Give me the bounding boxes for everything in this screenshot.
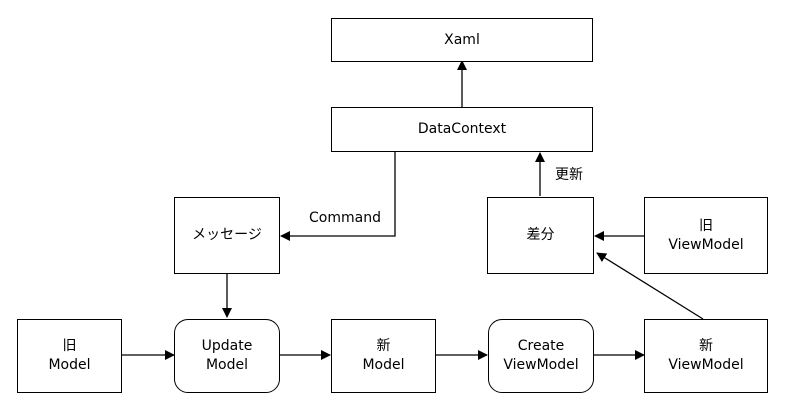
node-new-model: 新 Model xyxy=(331,319,436,393)
edge-label-update: 更新 xyxy=(555,167,583,183)
node-message-label: メッセージ xyxy=(192,227,262,243)
node-datacontext-label: DataContext xyxy=(417,121,507,137)
arrow-datacontext-to-message xyxy=(280,152,396,241)
node-update-model-line2: Model xyxy=(205,357,249,373)
node-create-viewmodel: Create ViewModel xyxy=(488,319,594,393)
node-old-model: 旧 Model xyxy=(17,319,122,393)
node-new-viewmodel-line1: 新 xyxy=(699,338,713,354)
node-diff-label: 差分 xyxy=(526,227,555,243)
node-create-viewmodel-line1: Create xyxy=(517,338,565,354)
edge-label-command: Command xyxy=(309,210,381,226)
arrow-new-viewmodel-to-diff xyxy=(596,252,704,320)
node-datacontext: DataContext xyxy=(331,107,593,152)
node-old-viewmodel-line1: 旧 xyxy=(699,217,713,234)
node-old-model-line1: 旧 xyxy=(62,338,77,354)
node-new-viewmodel-line2: ViewModel xyxy=(668,357,744,373)
node-xaml-label: Xaml xyxy=(444,31,480,48)
node-new-viewmodel: 新 ViewModel xyxy=(644,319,768,393)
node-update-model-line1: Update xyxy=(201,338,253,354)
node-message: メッセージ xyxy=(174,197,280,274)
node-old-viewmodel: 旧 ViewModel xyxy=(644,197,768,274)
node-old-model-line2: Model xyxy=(48,357,91,373)
node-new-model-line1: 新 xyxy=(376,338,391,354)
node-update-model: Update Model xyxy=(174,319,280,393)
node-old-viewmodel-line2: ViewModel xyxy=(668,236,744,253)
node-xaml: Xaml xyxy=(331,18,593,62)
node-new-model-line2: Model xyxy=(362,357,405,373)
node-diff: 差分 xyxy=(487,197,594,274)
node-create-viewmodel-line2: ViewModel xyxy=(503,357,579,373)
